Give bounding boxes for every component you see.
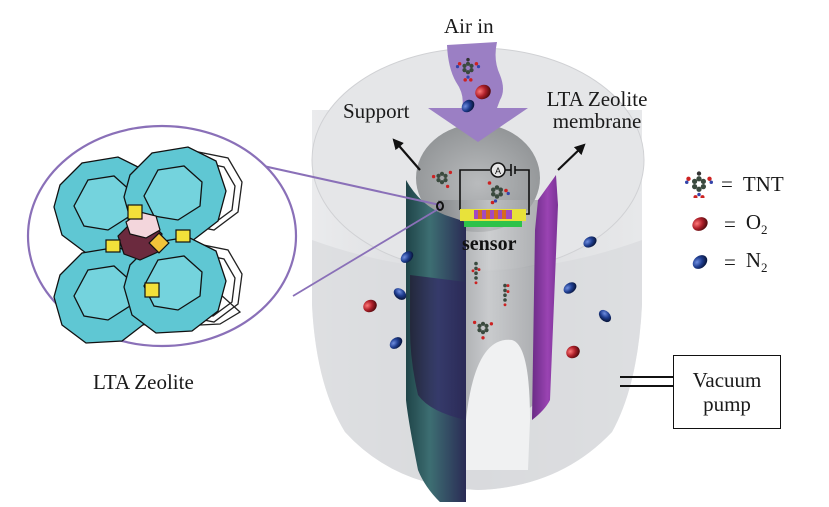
gas-molecules [363,236,612,359]
air-in-arrow [428,42,528,142]
sensor-label: sensor [462,233,517,255]
tnt-molecule-icon [431,170,453,189]
membrane-label-line2: membrane [552,109,642,133]
vacuum-pipe [620,376,673,387]
legend-item-tnt: = TNT [685,170,784,198]
tnt-molecule-icon [685,171,713,198]
support-label: Support [343,99,410,123]
tnt-molecule-icon [455,57,481,82]
legend-label-n2: N2 [745,248,768,276]
legend-item-o2: = O2 [690,210,768,238]
channel-molecules [471,261,510,340]
vacuum-pump-box: Vacuum pump [673,355,781,429]
legend-equals: = [724,249,736,274]
support-pointer-arrow [392,138,421,171]
vacuum-pump-label-line2: pump [703,392,751,416]
svg-text:A: A [495,166,501,176]
legend-equals: = [721,171,733,196]
membrane-wall [532,175,558,420]
lta-zeolite-structure [26,124,298,348]
sensor-circuit: A [431,162,530,227]
tnt-molecule-icon [487,181,510,205]
o2-molecule-icon [692,217,708,231]
air-in-label: Air in [444,14,494,38]
pore-marker [436,201,444,211]
legend-item-n2: = N2 [690,248,768,276]
outer-cylinder [311,47,645,490]
legend-label-o2: O2 [745,210,768,238]
o2-molecule [475,84,491,100]
vacuum-pump-label-line1: Vacuum [692,368,762,392]
n2-molecule-icon [692,255,708,269]
callout-line-bottom [292,207,441,297]
legend-equals: = [724,211,736,236]
support-wall [406,180,466,507]
n2-molecule [461,99,475,113]
membrane-label-line1: LTA Zeolite [546,87,648,111]
legend-label-tnt: TNT [742,171,784,196]
membrane-pointer-arrow [557,143,586,171]
zeolite-caption: LTA Zeolite [93,370,194,394]
